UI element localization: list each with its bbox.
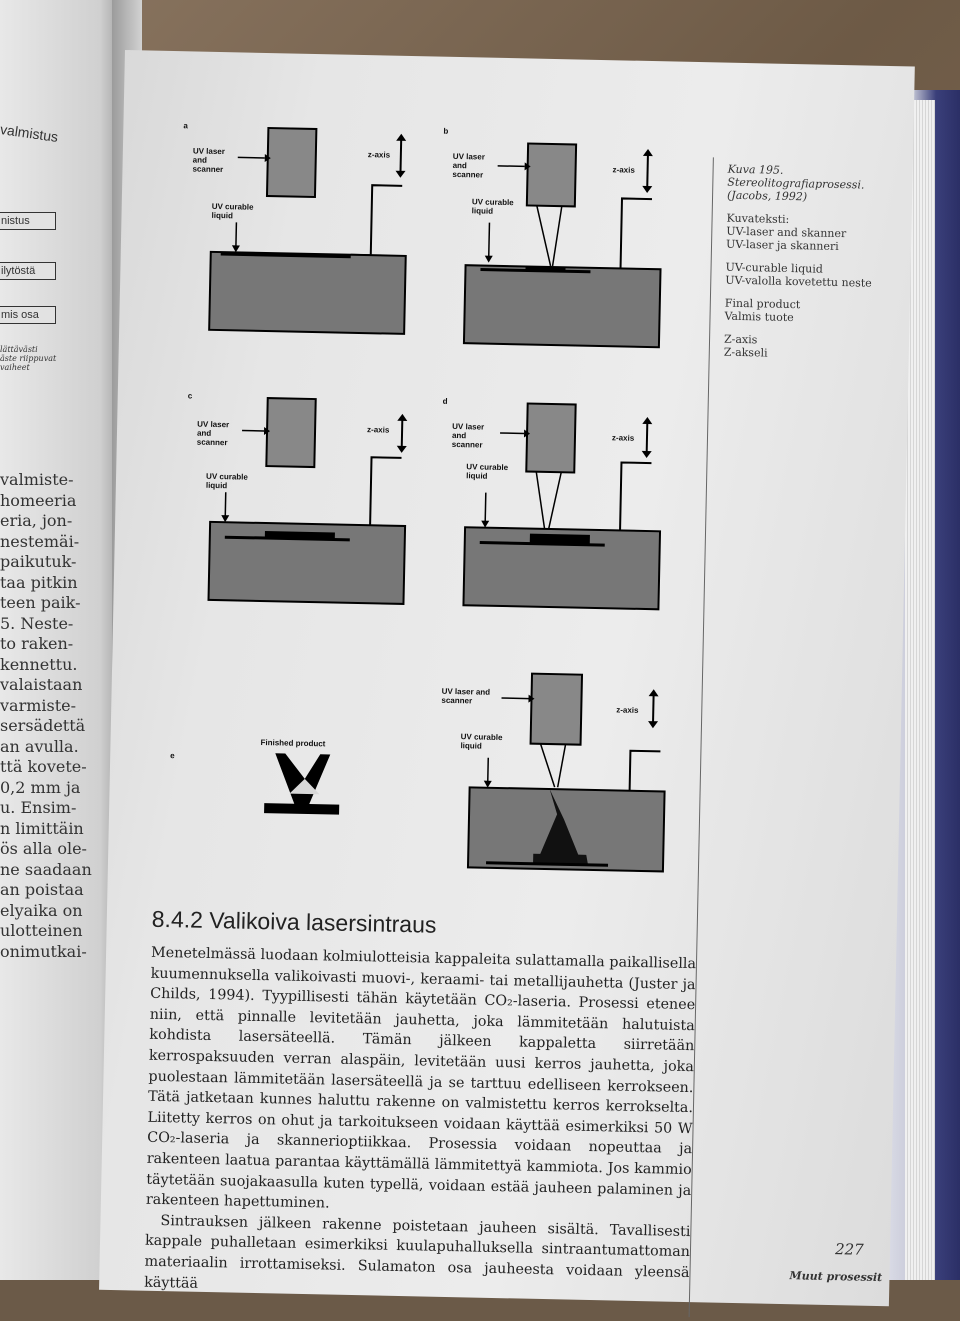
left-page-line: n limittäin xyxy=(0,819,84,838)
left-page-line: valaistaan xyxy=(0,675,82,694)
panel-d-liquid-label: UV curable liquid xyxy=(466,462,511,481)
right-page: a UV laser and scanner UV curable liquid… xyxy=(99,50,915,1306)
figure-panel-a: a UV laser and scanner UV curable liquid… xyxy=(179,121,414,346)
left-page-line: sersädettä xyxy=(0,716,85,735)
column-rule xyxy=(689,157,714,1317)
panel-b-axis-label: z-axis xyxy=(613,165,635,174)
left-page-line: kennettu. xyxy=(0,655,78,674)
panel-d-laser-label: UV laser and scanner xyxy=(452,422,498,450)
left-page-line: 0,2 mm ja xyxy=(0,778,80,797)
panel-e-product-label: Finished product xyxy=(260,738,325,748)
panel-e-drawing xyxy=(168,651,692,882)
figure-panel-c: c UV laser and scanner UV curable liquid… xyxy=(183,391,418,616)
figure-panel-e: e Finished product UV laser and scanner … xyxy=(168,651,692,882)
panel-a-letter: a xyxy=(183,121,188,130)
left-page-line: paikutuk- xyxy=(0,552,76,571)
panel-e-letter: e xyxy=(170,751,175,760)
left-page-line: an avulla. xyxy=(0,737,79,756)
left-page-line: ulotteinen xyxy=(0,921,83,940)
paragraph-2: Sintrauksen jälkeen rakenne poistetaan j… xyxy=(144,1210,691,1304)
panel-e-laser-label: UV laser and scanner xyxy=(441,687,501,706)
panel-c-axis-label: z-axis xyxy=(367,425,389,434)
panel-d-letter: d xyxy=(443,397,448,406)
left-page-line: 5. Neste- xyxy=(0,614,73,633)
running-head: Muut prosessit xyxy=(789,1269,882,1284)
left-page-line: onimutkai- xyxy=(0,942,87,961)
panel-c-laser-label: UV laser and scanner xyxy=(197,420,243,448)
left-box-1: nistus xyxy=(0,212,56,230)
page-number: 227 xyxy=(835,1240,864,1259)
panel-c-liquid-label: UV curable liquid xyxy=(206,472,251,491)
section-heading: 8.4.2 Valikoiva lasersintraus xyxy=(152,906,437,939)
panel-e-axis-label: z-axis xyxy=(616,705,638,714)
figure-caption: Kuva 195.Stereolitografiaprosessi. (Jaco… xyxy=(723,163,877,372)
panel-c-letter: c xyxy=(188,391,193,400)
panel-b-liquid-label: UV curable liquid xyxy=(472,197,517,216)
left-page-line: u. Ensim- xyxy=(0,798,76,817)
left-page-line: teen paik- xyxy=(0,593,80,612)
left-box-3: mis osa xyxy=(0,306,56,324)
left-page-line: ös alla ole- xyxy=(0,839,87,858)
caption-fi-4: Z-akseli xyxy=(724,346,768,360)
panel-a-laser-label: UV laser and scanner xyxy=(192,146,238,174)
left-page-line: ne saadaan xyxy=(0,860,92,879)
left-page-line: varmiste- xyxy=(0,696,76,715)
left-page-line: eria, jon- xyxy=(0,511,72,530)
left-page-line: homeeria xyxy=(0,491,76,510)
left-page-line: nestemäi- xyxy=(0,532,79,551)
left-box-2: ilytöstä xyxy=(0,262,56,280)
panel-d-axis-label: z-axis xyxy=(612,433,634,442)
left-page-line: valmiste- xyxy=(0,470,74,489)
caption-en-4: Z-axis xyxy=(724,333,758,347)
caption-fi-3: Valmis tuote xyxy=(724,310,793,324)
left-page-header: valmistus xyxy=(0,121,59,145)
left-page-line: taa pitkin xyxy=(0,573,78,592)
left-page-line: an poistaa xyxy=(0,880,84,899)
left-page-line: to raken- xyxy=(0,634,73,653)
caption-subtitle: Stereolitografiaprosessi. (Jacobs, 1992) xyxy=(727,176,865,204)
left-page-line: elyaika on xyxy=(0,901,83,920)
panel-e-liquid-label: UV curable liquid xyxy=(460,732,505,751)
section-body: Menetelmässä luodaan kolmiulotteisia kap… xyxy=(144,943,696,1304)
caption-fi-1: UV-laser ja skanneri xyxy=(726,238,839,253)
figure-panel-d: d UV laser and scanner UV curable liquid… xyxy=(438,397,673,622)
figure-panel-b: b UV laser and scanner UV curable liquid… xyxy=(439,127,674,352)
panel-b-letter: b xyxy=(443,127,448,136)
paragraph-1: Menetelmässä luodaan kolmiulotteisia kap… xyxy=(146,943,696,1222)
left-page-line: ttä kovete- xyxy=(0,757,87,776)
panel-b-laser-label: UV laser and scanner xyxy=(452,152,498,180)
caption-fi-2: UV-valolla kovetettu neste xyxy=(725,274,872,290)
panel-a-liquid-label: UV curable liquid xyxy=(211,202,256,221)
caption-title: Kuva 195. xyxy=(728,163,784,177)
panel-a-axis-label: z-axis xyxy=(368,150,390,159)
